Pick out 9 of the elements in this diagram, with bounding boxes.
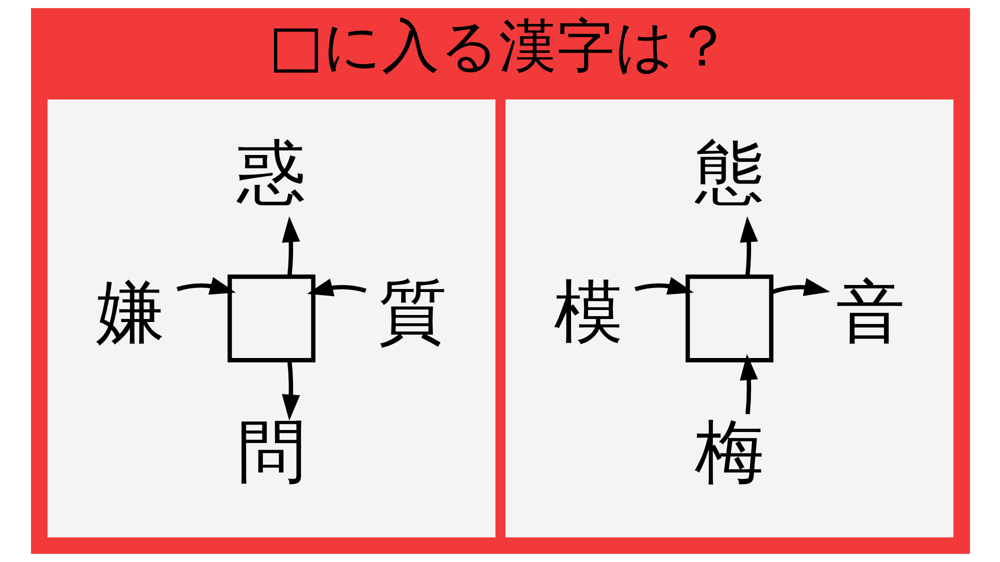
- node-text: 模: [553, 272, 622, 353]
- node-text: 態: [694, 132, 764, 213]
- node-text: 質: [378, 272, 447, 353]
- node-text: 梅: [694, 412, 764, 492]
- node-text: 惑: [236, 132, 306, 213]
- diagram-title: □に入る漢字は？: [268, 12, 732, 80]
- node-text: 問: [236, 412, 306, 492]
- node-text: 音: [836, 272, 905, 353]
- node-text: 嫌: [95, 272, 164, 353]
